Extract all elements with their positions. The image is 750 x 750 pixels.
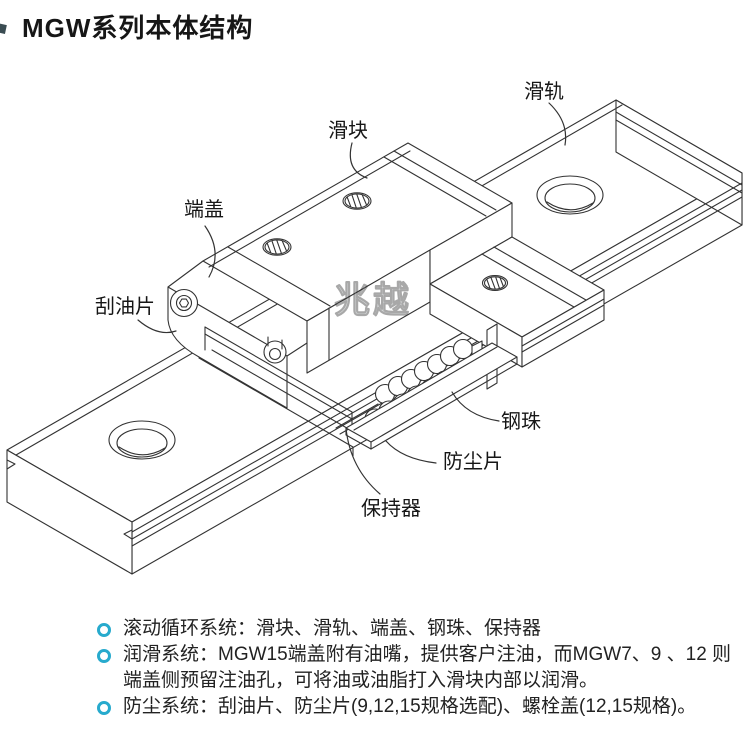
label-slider: 滑块 — [328, 119, 368, 142]
label-dust-plate: 防尘片 — [443, 450, 503, 473]
note-text: 润滑系统：MGW15端盖附有油嘴，提供客户注油，而MGW7、9 、12 则 — [123, 644, 732, 665]
label-retainer: 保持器 — [361, 497, 421, 520]
carriage-thread-hole-2 — [342, 192, 372, 210]
dust-plate-drawing — [345, 342, 518, 450]
rail-mount-hole-right — [536, 175, 604, 215]
note-dustproof-system: 防尘系统：刮油片、防尘片(9,12,15规格选配)、螺栓盖(12,15规格)。 — [0, 694, 750, 720]
watermark-text: 兆越 — [334, 279, 412, 320]
note-lubrication-system: 润滑系统：MGW15端盖附有油嘴，提供客户注油，而MGW7、9 、12 则 端盖… — [0, 642, 750, 694]
note-text: 端盖侧预留注油孔，可将油或油脂打入滑块内部以润滑。 — [123, 670, 599, 691]
label-steel-ball: 钢珠 — [501, 410, 541, 433]
note-text: 滚动循环系统：滑块、滑轨、端盖、钢珠、保持器 — [123, 618, 542, 639]
end-cap-drawing — [167, 260, 354, 457]
bullet-icon — [97, 649, 111, 663]
label-rail: 滑轨 — [524, 80, 564, 103]
carriage-thread-hole-3 — [481, 275, 509, 291]
note-rolling-system: 滚动循环系统：滑块、滑轨、端盖、钢珠、保持器 — [0, 616, 750, 642]
bullet-icon — [97, 623, 111, 637]
rail-mount-hole-left — [108, 420, 176, 460]
leader-lines — [137, 102, 567, 495]
label-oil-scraper: 刮油片 — [95, 295, 155, 318]
bullet-icon — [97, 701, 111, 715]
notes-section: 滚动循环系统：滑块、滑轨、端盖、钢珠、保持器 润滑系统：MGW15端盖附有油嘴，… — [0, 616, 750, 720]
linear-guide-diagram: 兆越 滑块 滑轨 端盖 刮油片 钢珠 防尘片 保持器 — [6, 80, 743, 575]
carriage-drawing — [167, 142, 605, 457]
end-cap-screw — [169, 288, 199, 318]
label-end-cap: 端盖 — [184, 198, 224, 221]
note-text: 防尘系统：刮油片、防尘片(9,12,15规格选配)、螺栓盖(12,15规格)。 — [123, 696, 697, 717]
grease-hole-boss — [263, 336, 287, 364]
carriage-thread-hole-1 — [262, 238, 292, 256]
page-title: MGW系列本体结构 — [22, 13, 254, 43]
